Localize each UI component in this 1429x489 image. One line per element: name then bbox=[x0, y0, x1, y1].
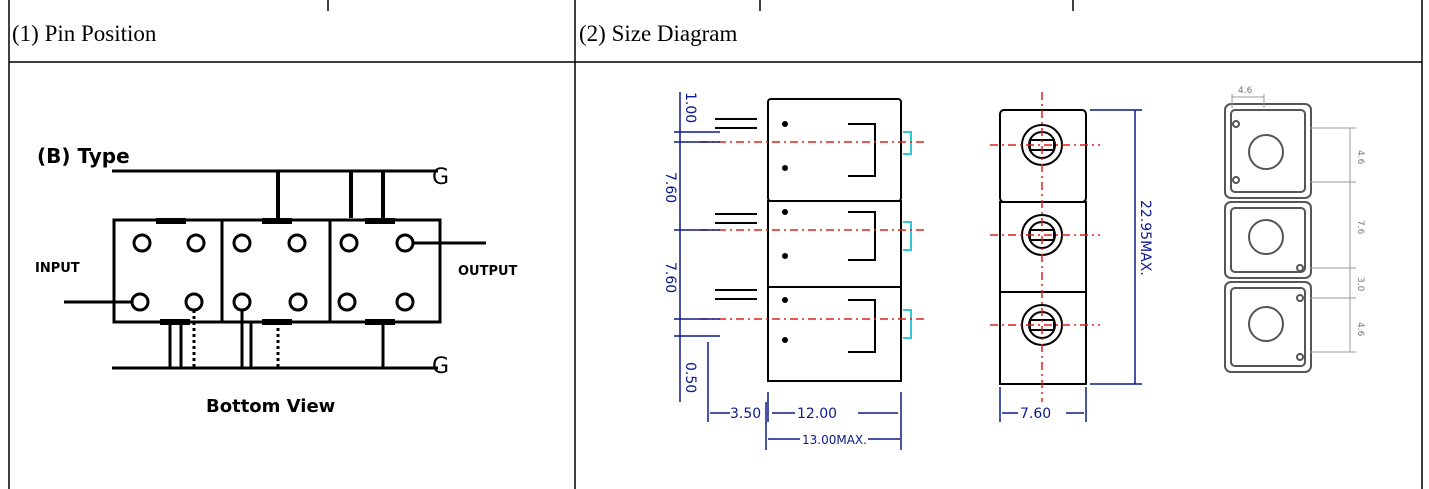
front-view-drawing: 22.95MAX. 7.60 bbox=[990, 92, 1153, 422]
dim-bottom: 0.50 bbox=[682, 362, 698, 393]
dim-c: 3.0 bbox=[1355, 277, 1365, 292]
type-label: (B) Type bbox=[37, 144, 130, 168]
dim-a: 4.6 bbox=[1355, 150, 1365, 165]
dim-b: 7.6 bbox=[1355, 220, 1365, 235]
dim-top: 1.00 bbox=[682, 92, 698, 123]
dim-height: 22.95MAX. bbox=[1137, 200, 1153, 276]
header-pin-position: (1) Pin Position bbox=[12, 21, 157, 46]
output-label: OUTPUT bbox=[458, 264, 518, 279]
pin-position-diagram: (B) Type INPUT OUTPUT G G Bottom View bbox=[35, 144, 518, 417]
ground-top-label: G bbox=[432, 165, 449, 190]
dim-total: 13.00MAX. bbox=[802, 433, 867, 447]
dim-top-width: 4.6 bbox=[1238, 86, 1253, 96]
header-size-diagram: (2) Size Diagram bbox=[579, 21, 738, 46]
dim-pitch-1: 7.60 bbox=[662, 172, 678, 203]
top-view-drawing: 4.6 4.6 7.6 3.0 4.6 bbox=[1224, 86, 1365, 373]
bottom-view-caption: Bottom View bbox=[206, 396, 335, 417]
dim-body: 12.00 bbox=[797, 406, 837, 422]
ground-bottom-label: G bbox=[432, 354, 449, 379]
input-label: INPUT bbox=[35, 261, 80, 276]
dim-pitch-2: 7.60 bbox=[662, 262, 678, 293]
dim-pin: 3.50 bbox=[730, 406, 761, 422]
side-view-drawing: 1.00 7.60 7.60 0.50 3.50 12.00 13.00MAX. bbox=[662, 92, 926, 450]
dim-d: 4.6 bbox=[1355, 322, 1365, 337]
dim-width: 7.60 bbox=[1020, 406, 1051, 422]
